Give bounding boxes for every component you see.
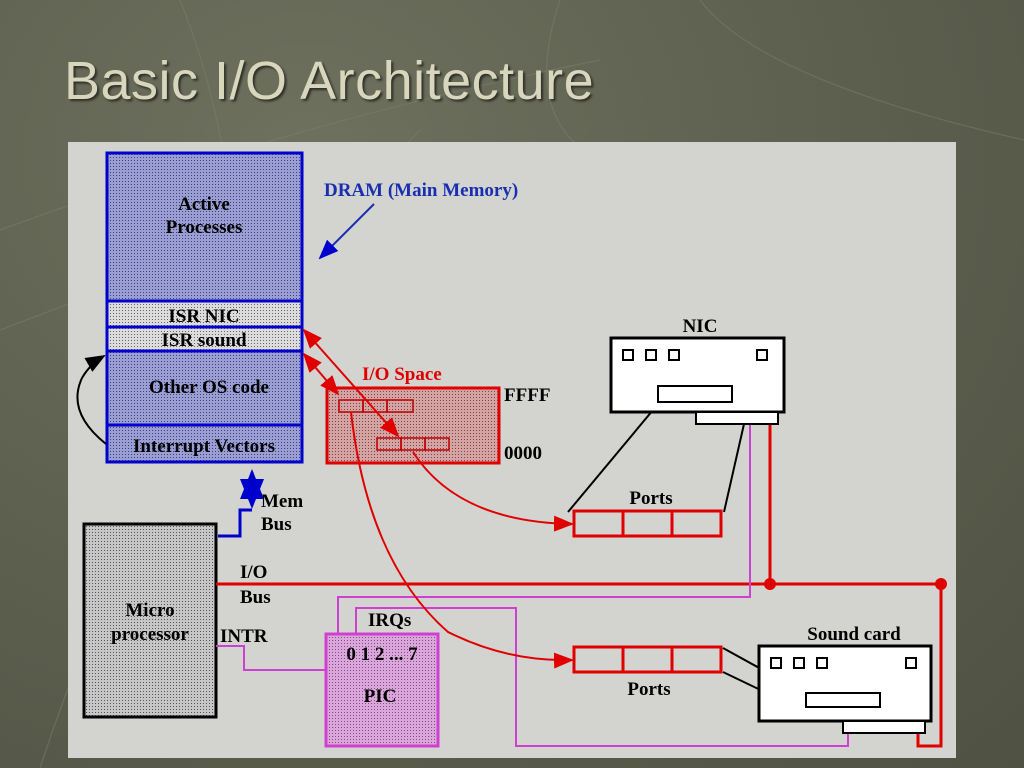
microprocessor [82,522,218,719]
pic-controller [324,632,440,748]
io-space-label: I/O Space [362,364,442,385]
irq-line-nic [337,424,751,634]
other-os-code-label: Other OS code [149,377,269,398]
sound-edge-connector [842,720,926,734]
sound-ports [572,645,723,674]
nic-label: NIC [683,316,718,337]
nic-ports-connector-1 [567,403,659,513]
io-space-cell [424,437,450,451]
pic-irq-lines: 0 1 2 ... 7 [346,644,418,665]
sound-indicator [770,657,782,669]
microprocessor-label-1: Micro [125,600,174,621]
sound-card [757,644,933,723]
nic-indicator [645,349,657,361]
vector-dispatch-arrow [76,355,107,445]
intr-line [216,645,326,671]
sound-indicator [905,657,917,669]
nic-indicator [668,349,680,361]
intr-label: INTR [220,626,268,647]
io-bus-label-2: Bus [240,587,271,608]
sound-indicator [816,657,828,669]
nic-indicator [622,349,634,361]
io-bus-label-1: I/O [240,562,267,583]
isr-nic-io-arrow [302,328,400,438]
interrupt-vectors-label: Interrupt Vectors [133,436,275,457]
mem-bus-line [218,508,252,538]
nic-chip [657,385,733,403]
mem-bus-label-2: Bus [261,514,292,535]
active-processes-label-1: Active [178,194,230,215]
nic-indicator [756,349,768,361]
nic-ports-connector-2 [723,423,745,513]
io-to-nic-ports-arrow [412,451,574,532]
nic-ports [572,509,723,538]
isr-sound-region [105,325,304,353]
dram-block: Active Processes ISR NIC ISR sound Other… [105,151,304,464]
sound-card-label: Sound card [807,624,901,645]
dram-label: DRAM (Main Memory) [324,180,518,201]
irqs-label: IRQs [368,610,411,631]
sound-indicator [793,657,805,669]
nic-edge-connector [695,411,779,425]
isr-sound-io-arrow [302,352,340,396]
irq-line-sound [355,607,849,747]
isr-sound-label: ISR sound [161,330,246,351]
io-architecture-diagram: Active Processes ISR NIC ISR sound Other… [76,151,947,748]
mem-bus-label-1: Mem [261,491,303,512]
microprocessor-label-2: processor [111,624,189,645]
io-to-sound-ports-arrow [350,411,574,669]
nic-ports-label: Ports [629,488,672,509]
isr-nic-region [105,299,304,329]
pic-label: PIC [364,686,397,707]
active-processes-label-2: Processes [166,217,243,238]
slide-title: Basic I/O Architecture [64,51,595,111]
io-space-high-address: FFFF [504,385,550,406]
io-bus-to-sound [916,584,943,748]
interrupt-vectors-region [105,423,304,464]
diagram-panel: Active Processes ISR NIC ISR sound Other… [68,142,956,758]
isr-nic-label: ISR NIC [168,306,239,327]
sound-chip [805,692,881,708]
sound-ports-label: Ports [627,679,670,700]
io-space-low-address: 0000 [504,443,542,464]
dram-pointer-arrow [318,203,375,260]
